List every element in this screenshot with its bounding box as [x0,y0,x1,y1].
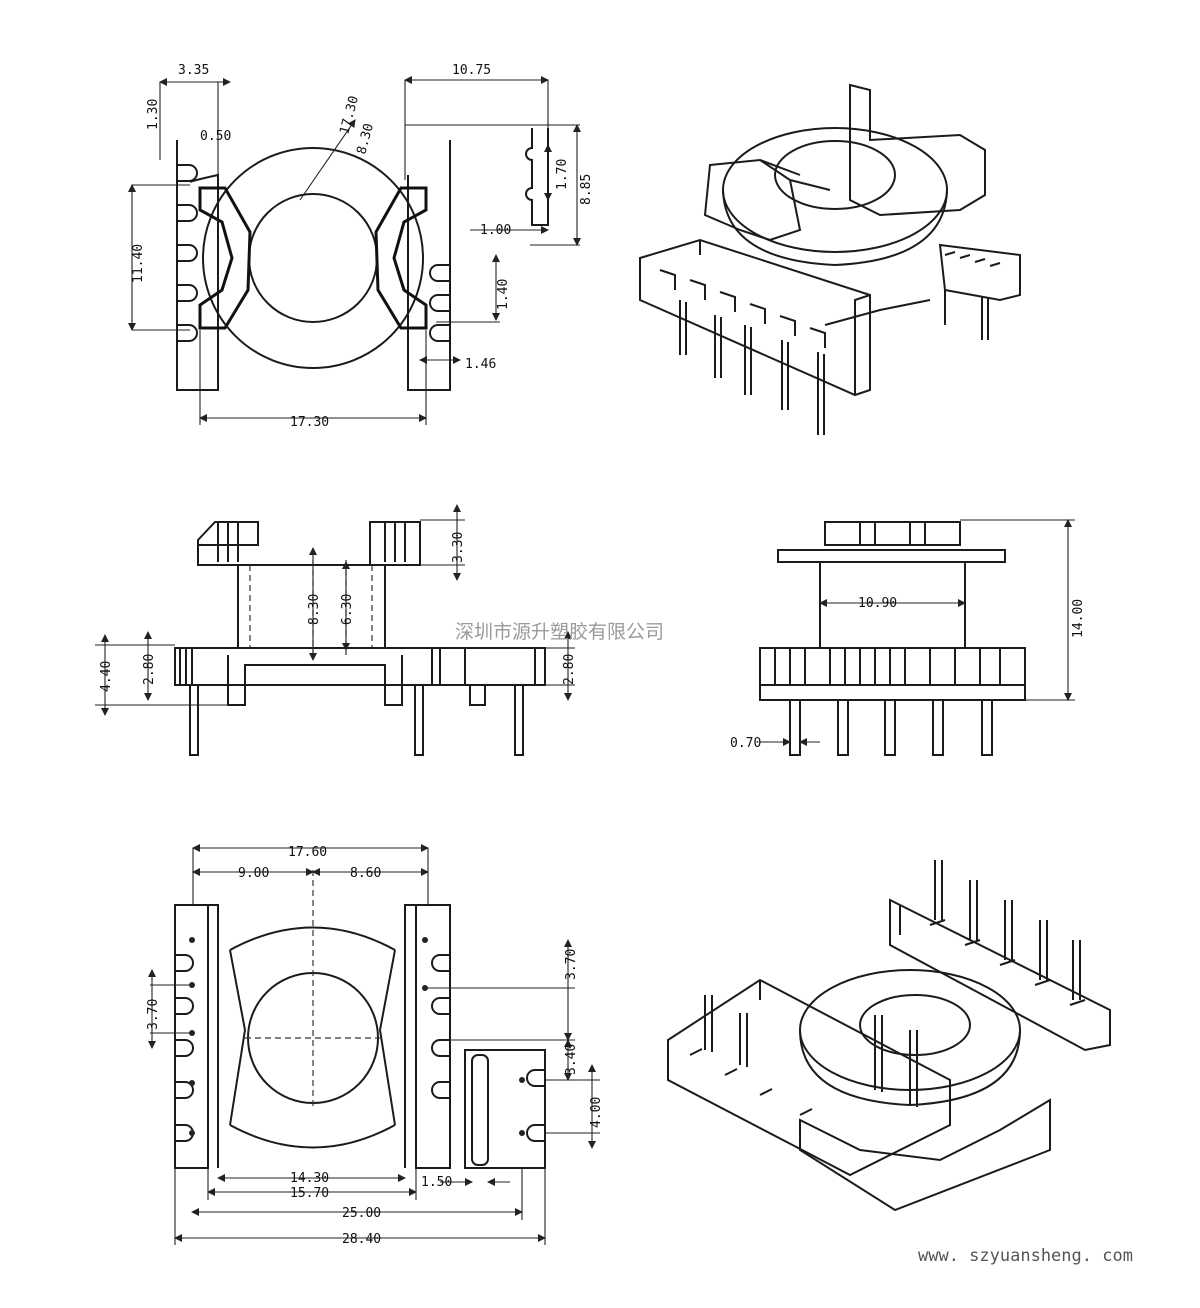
website-url: www. szyuansheng. com [918,1246,1133,1266]
dim-bottom-15-70: 15.70 [290,1186,329,1201]
dim-bottom-8-60: 8.60 [350,866,381,881]
dim-top-11-40: 11.40 [131,244,146,283]
dim-side-2-80-left: 2.80 [142,654,157,685]
top-view: 3.35 1.30 0.50 17.30 8.30 10.75 1.70 8.8… [128,63,594,430]
dim-top-1-40: 1.40 [496,279,511,310]
dim-bottom-1-50: 1.50 [421,1175,452,1190]
dim-top-17-30-width: 17.30 [290,415,329,430]
dim-top-1-46: 1.46 [465,357,496,372]
dim-front-dia-0-70: 0.70 [730,736,761,751]
dim-side-8-30: 8.30 [307,594,322,625]
dim-bottom-14-30: 14.30 [290,1171,329,1186]
dim-top-1-30: 1.30 [146,99,161,130]
dim-top-3-35: 3.35 [178,63,209,78]
dim-top-8-85: 8.85 [579,174,594,205]
dim-top-1-70: 1.70 [555,159,570,190]
dim-top-1-00: 1.00 [480,223,511,238]
dim-bottom-4-00: 4.00 [589,1097,604,1128]
dim-front-14-00: 14.00 [1071,599,1086,638]
dim-bottom-28-40: 28.40 [342,1232,381,1247]
dim-bottom-3-70-left: 3.70 [146,999,161,1030]
front-view: 14.00 10.90 0.70 [730,519,1086,756]
side-view: 3.30 8.30 6.30 4.40 2.80 2.80 [95,504,577,756]
dim-side-3-30: 3.30 [451,532,466,563]
dim-top-dia-8-30: 8.30 [354,122,377,156]
company-watermark: 深圳市源升塑胶有限公司 [455,621,664,643]
dim-side-6-30: 6.30 [340,594,355,625]
center-bore [248,193,378,323]
dim-top-0-50: 0.50 [200,129,231,144]
dim-bottom-3-70-right: 3.70 [564,949,579,980]
dim-bottom-3-40: 3.40 [564,1044,579,1075]
dim-bottom-25-00: 25.00 [342,1206,381,1221]
isometric-view-top [639,83,1021,435]
dim-top-dia-17-30: 17.30 [337,94,362,136]
dim-front-dia-10-90: 10.90 [858,596,897,611]
dim-top-10-75: 10.75 [452,63,491,78]
dim-bottom-17-60: 17.60 [288,845,327,860]
isometric-view-bottom [667,860,1111,1212]
dim-side-4-40: 4.40 [99,661,114,692]
bottom-view: 17.60 9.00 8.60 3.70 3.70 3.40 4.00 14.3… [146,844,604,1247]
dim-side-2-80-right: 2.80 [562,654,577,685]
dim-bottom-9-00: 9.00 [238,866,269,881]
